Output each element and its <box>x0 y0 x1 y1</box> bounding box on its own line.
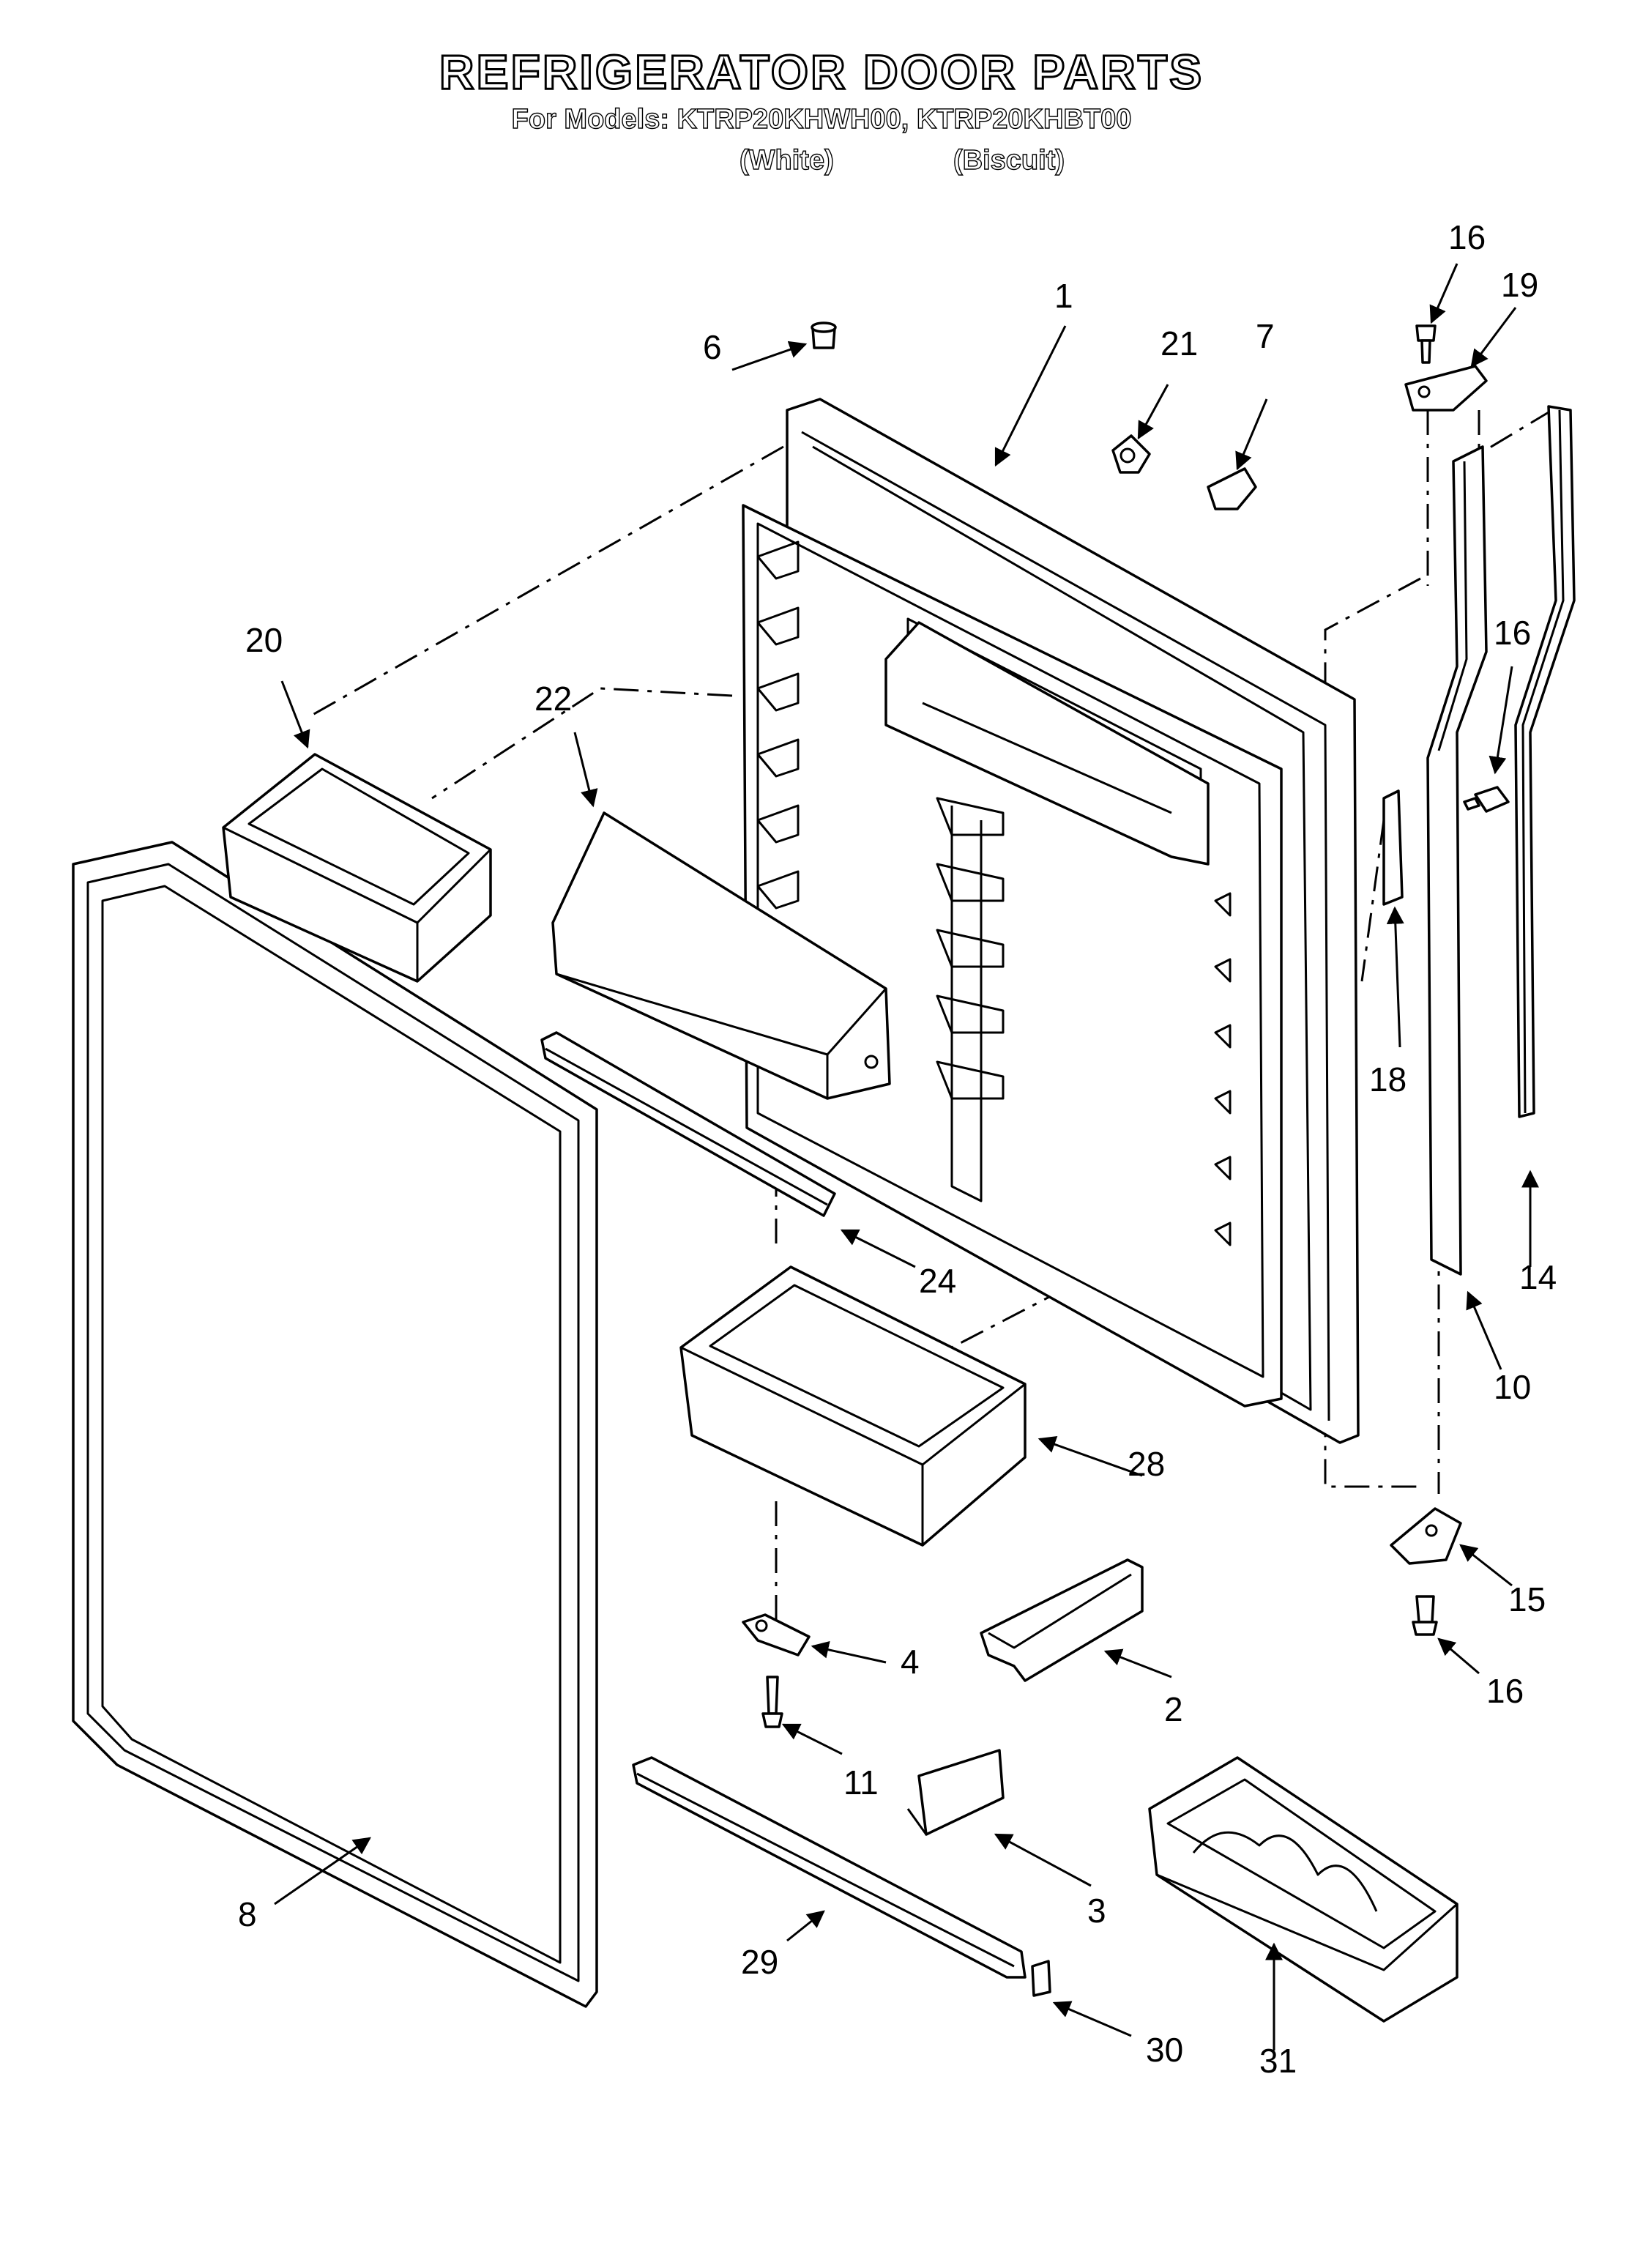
callout-labels: 6 1 21 7 16 19 16 20 22 18 14 24 10 28 1… <box>238 218 1557 2080</box>
part-30-end-cap <box>1031 1960 1051 1997</box>
part-22-dairy-door <box>551 811 891 1100</box>
part-3-cover <box>906 1749 1005 1836</box>
callout-10: 10 <box>1494 1368 1531 1406</box>
callout-16-bottom: 16 <box>1486 1672 1524 1710</box>
part-1-door-liner <box>742 398 1360 1444</box>
callout-6: 6 <box>703 328 722 366</box>
callout-4: 4 <box>901 1643 920 1681</box>
part-19-top-hinge <box>1404 365 1488 412</box>
part-4-hinge-bracket <box>742 1613 811 1657</box>
part-29-door-bin <box>679 1265 1027 1547</box>
callout-16-top: 16 <box>1448 218 1486 256</box>
callout-21: 29 <box>741 1943 778 1981</box>
part-11-screw <box>761 1676 783 1728</box>
part-6-plug <box>811 321 837 349</box>
part-21-trim-bar <box>632 1756 1027 1979</box>
callout-20: 20 <box>245 621 283 659</box>
callout-1: 1 <box>1054 277 1073 315</box>
part-16-screw-bottom <box>1412 1595 1438 1636</box>
part-16-screw-top <box>1415 324 1437 364</box>
liner-shelf-ribs-left <box>756 540 800 910</box>
callout-2: 2 <box>1164 1690 1183 1728</box>
part-20-door-bin <box>222 753 492 983</box>
liner-shelf-ribs-center <box>936 797 1005 1202</box>
callout-29: 28 <box>1128 1445 1165 1483</box>
callout-18: 18 <box>1369 1060 1407 1098</box>
variant-white: (White) <box>739 144 834 176</box>
callout-24: 21 <box>1160 324 1198 362</box>
callout-19: 19 <box>1501 266 1538 304</box>
model-numbers: For Models: KTRP20KHWH00, KTRP20KHBT00 <box>511 103 1132 135</box>
part-8-door-gasket <box>72 841 598 2008</box>
part-31-egg-tray <box>1148 1756 1458 2023</box>
callout-30: 30 <box>1146 2031 1183 2069</box>
liner-shelf-ribs-right <box>1214 892 1232 1246</box>
callout-3: 3 <box>1087 1892 1106 1930</box>
callout-15: 15 <box>1508 1580 1546 1618</box>
callout-7: 7 <box>1256 317 1275 355</box>
part-7-cap <box>1207 467 1257 510</box>
part-16-screw-middle <box>1463 786 1510 813</box>
part-18-hinge-insert <box>1382 789 1404 906</box>
diagram-header: REFRIGERATOR DOOR PARTS For Models: KTRP… <box>0 44 1643 135</box>
variant-biscuit: (Biscuit) <box>953 144 1065 176</box>
part-15-bottom-hinge <box>1390 1507 1462 1565</box>
part-2-cover <box>980 1558 1144 1682</box>
part-24-clip <box>1111 434 1151 474</box>
callout-8: 8 <box>238 1895 257 1933</box>
callout-14: 14 <box>1519 1258 1557 1296</box>
part-10-door-trim <box>1426 445 1488 1276</box>
leader-lines <box>274 263 1539 2051</box>
callout-22: 22 <box>534 680 572 718</box>
callout-28: 24 <box>919 1262 956 1300</box>
part-14-trim-strip <box>1514 405 1576 1118</box>
callout-11: 11 <box>843 1763 879 1802</box>
part-28-trim-strip <box>540 1031 836 1217</box>
diagram-title: REFRIGERATOR DOOR PARTS <box>438 44 1204 100</box>
callout-31: 31 <box>1259 2042 1297 2080</box>
callout-16-middle: 16 <box>1494 614 1531 652</box>
